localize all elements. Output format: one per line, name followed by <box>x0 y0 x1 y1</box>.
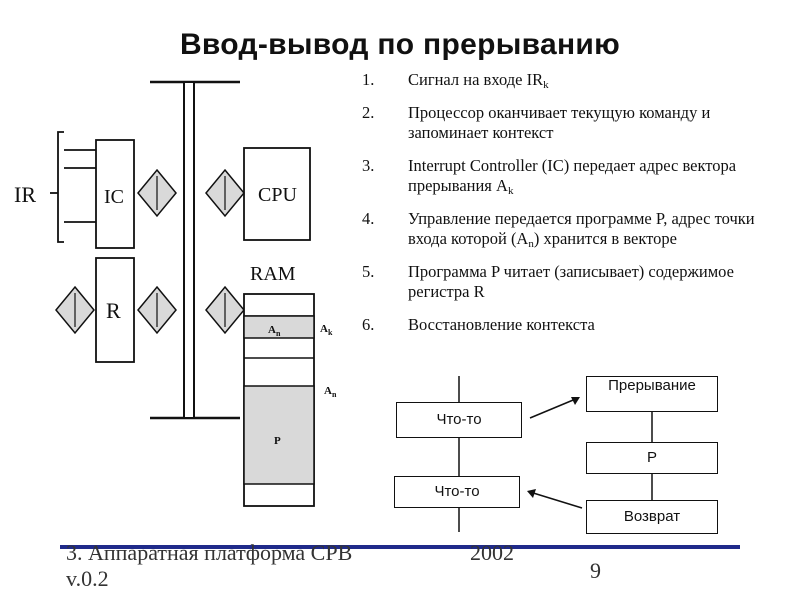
system-bus <box>150 80 240 420</box>
connector-cpu-bus <box>205 168 245 218</box>
step-item: 3.Interrupt Controller (IC) передает адр… <box>362 156 737 197</box>
step-item: 6.Восстановление контекста <box>362 315 595 334</box>
steps-list: 1.Сигнал на входе IRk 2.Процессор оканчи… <box>362 70 782 348</box>
cpu-label: CPU <box>258 184 297 206</box>
ram-label: RAM <box>250 263 296 285</box>
r-box <box>95 257 135 363</box>
ram-vector-cell <box>243 315 315 339</box>
return-box: Возврат <box>586 500 718 534</box>
something-bottom-box: Что-то <box>394 476 520 508</box>
footer-year: 2002 <box>470 540 514 565</box>
ir-bracket <box>50 131 96 243</box>
connector-r-bus <box>137 285 177 335</box>
ir-label: IR <box>14 182 36 207</box>
step-item: 4.Управление передается программе P, адр… <box>362 209 755 250</box>
step-item: 2.Процессор оканчивает текущую команду и… <box>362 103 711 142</box>
ram-block <box>243 293 315 507</box>
page-number: 9 <box>590 558 601 583</box>
step-item: 1.Сигнал на входе IRk <box>362 70 549 91</box>
ak-address-label: Ak <box>320 323 333 337</box>
connector-ram-bus <box>205 285 245 335</box>
step-item: 5.Программа P читает (записывает) содерж… <box>362 262 734 301</box>
p-box: P <box>586 442 718 474</box>
ram-cell-p: P <box>274 435 281 447</box>
page-title: Ввод-вывод по прерыванию <box>179 28 621 61</box>
connector-r-left <box>55 285 95 335</box>
footer-divider <box>60 545 740 549</box>
ic-box <box>95 139 135 249</box>
r-label: R <box>106 298 121 323</box>
an-address-label: An <box>324 385 337 399</box>
ram-cell-an: An <box>268 324 281 338</box>
ram-program-cell <box>243 385 315 485</box>
cpu-box <box>243 147 311 241</box>
ic-label: IC <box>104 186 124 208</box>
something-top-box: Что-то <box>396 402 522 438</box>
flow-connectors <box>458 376 653 532</box>
connector-ic-bus <box>137 168 177 218</box>
interrupt-box: Прерывание <box>586 376 718 412</box>
